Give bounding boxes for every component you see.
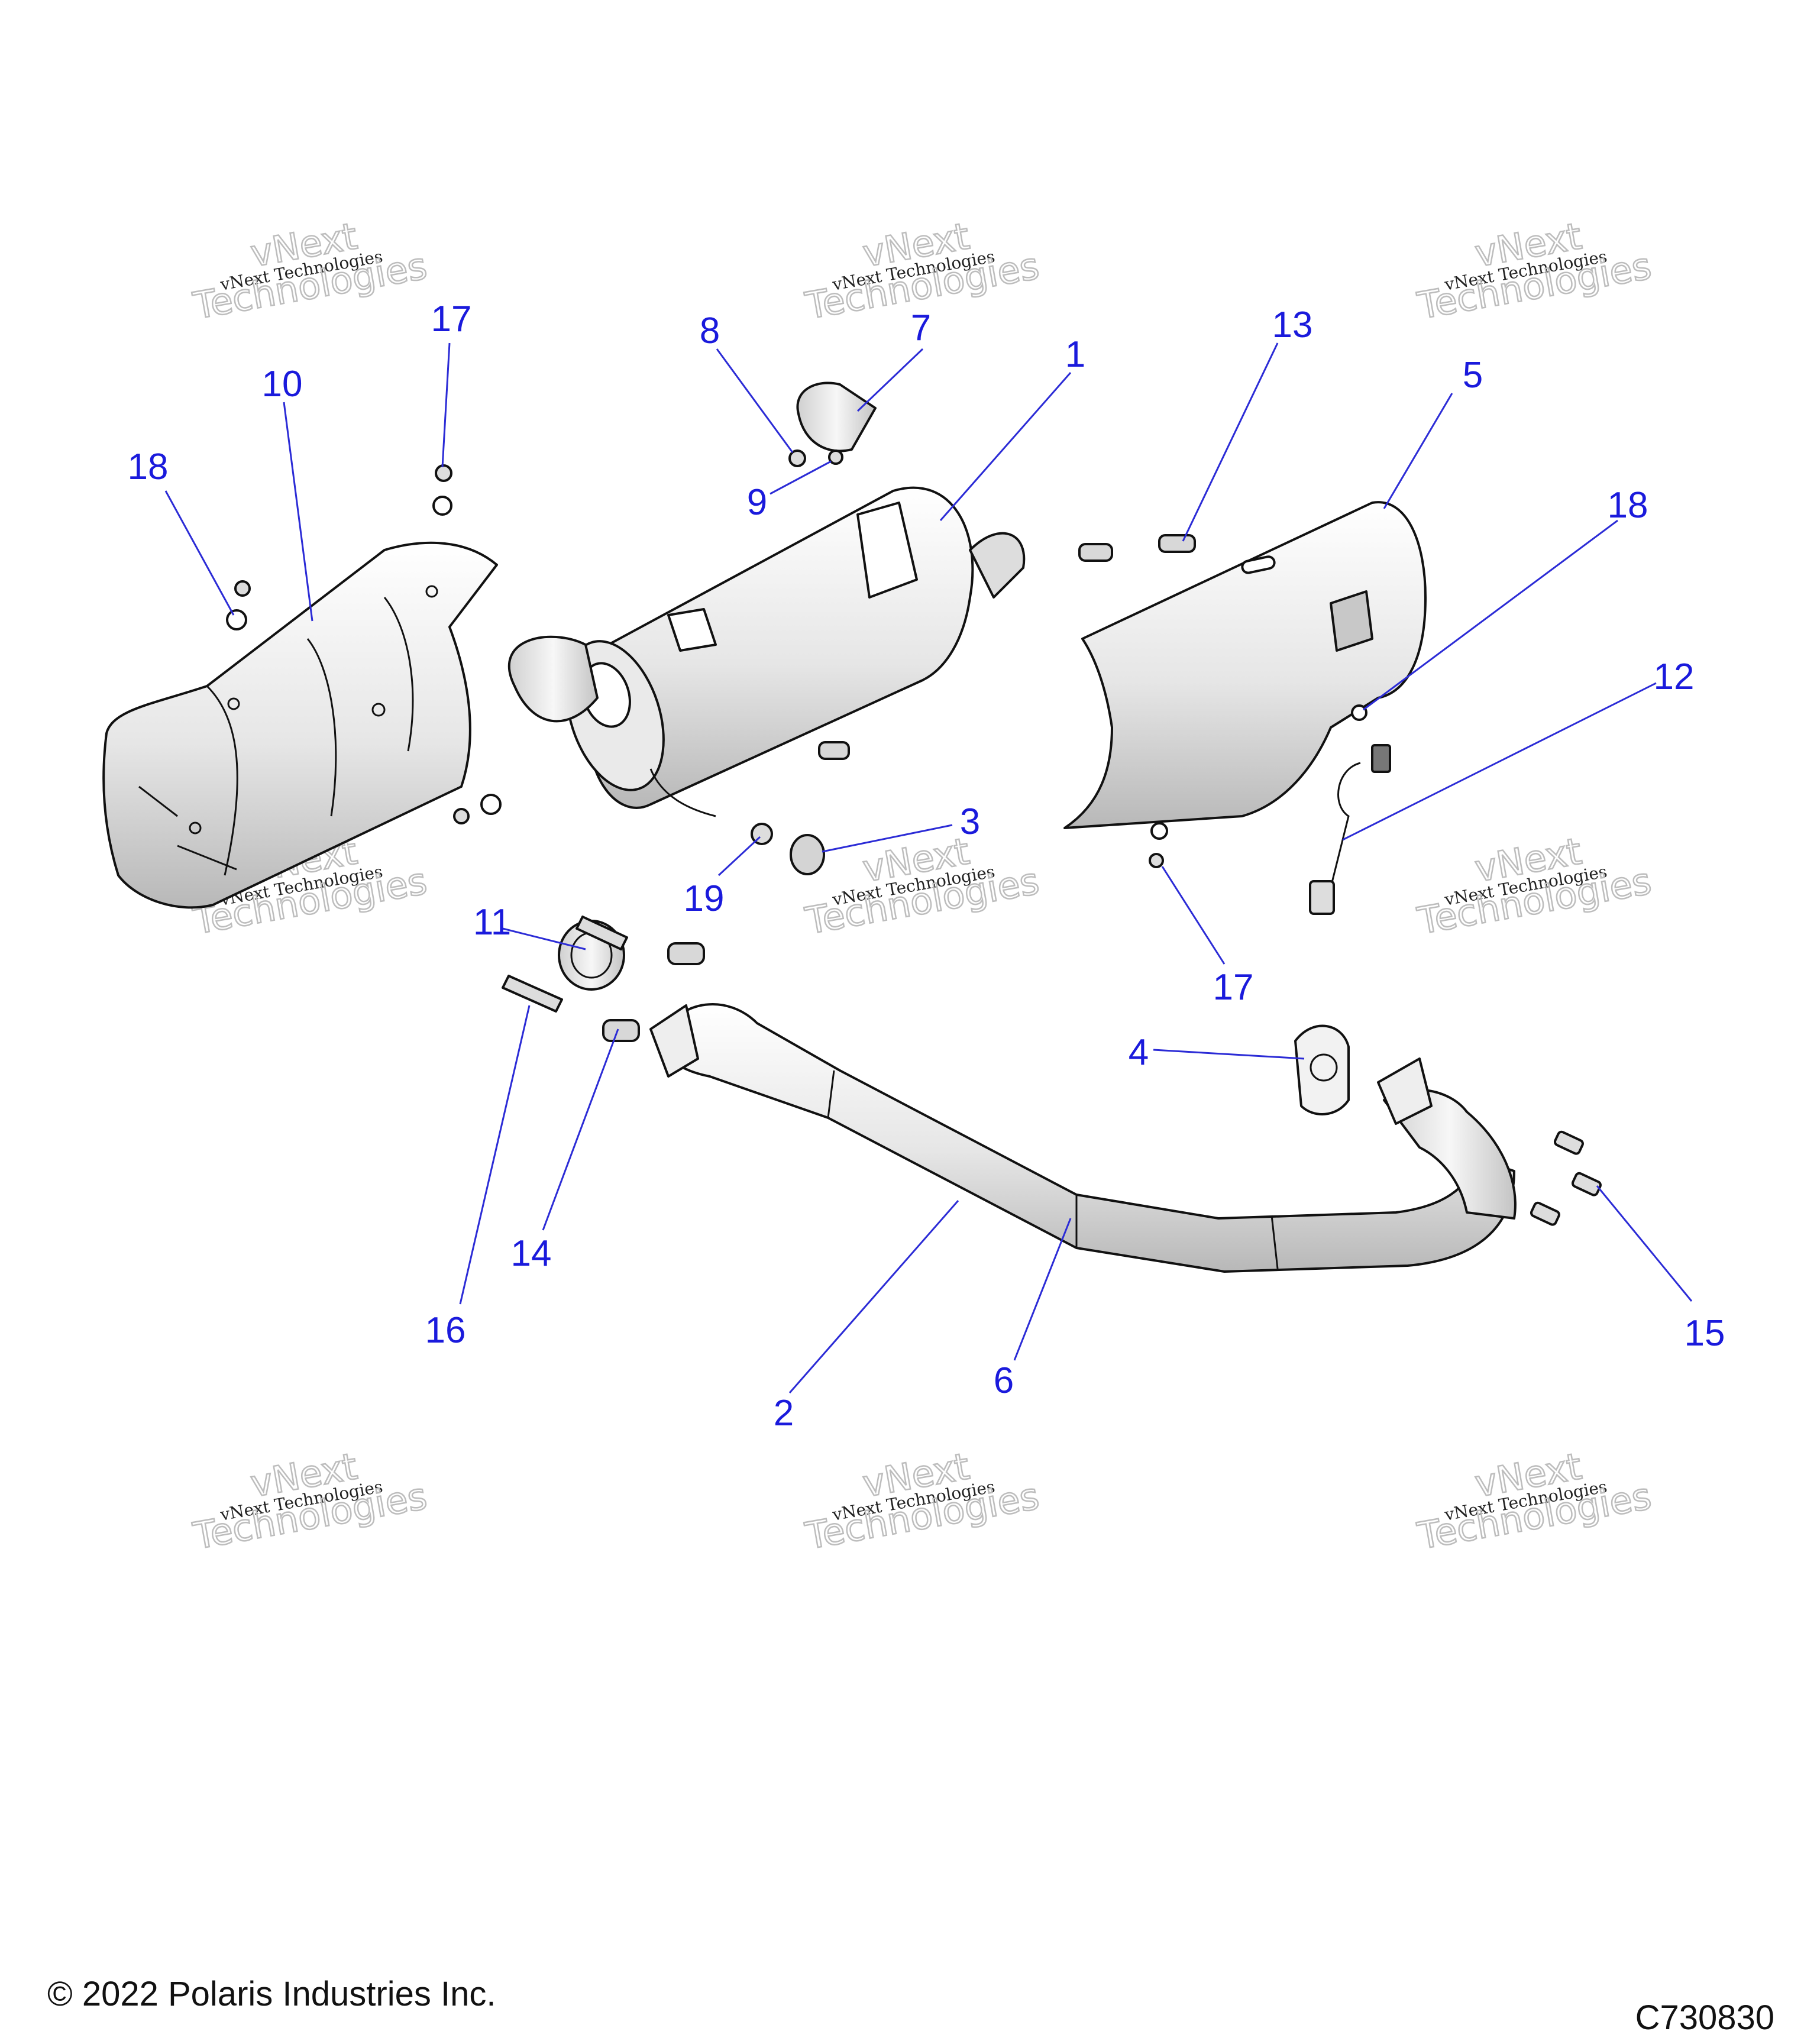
part-fasteners	[226, 464, 1367, 868]
callouts: 1 2 3 4 5 6 7 8 9 10 11 12 13 14 15 16 1…	[128, 299, 1725, 1434]
callout-12: 12	[1654, 656, 1695, 697]
part-spring-14	[602, 942, 705, 1042]
part-bolts-15	[1530, 1130, 1602, 1226]
callout-15: 15	[1685, 1313, 1725, 1354]
callout-18b: 18	[1608, 485, 1648, 526]
leader-13	[1182, 342, 1279, 542]
leader-lines	[164, 342, 1693, 1393]
callout-17b: 17	[1213, 967, 1254, 1008]
callout-18a: 18	[128, 447, 169, 487]
callout-14: 14	[511, 1233, 552, 1274]
leader-3	[822, 824, 953, 853]
leader-11	[502, 927, 586, 950]
callout-17a: 17	[431, 299, 472, 339]
leader-15	[1596, 1185, 1693, 1302]
watermark-top-right: vNext Technologies Technologies vNext	[1414, 214, 1655, 328]
callout-4: 4	[1129, 1032, 1149, 1073]
part-spark-arrestor	[796, 381, 877, 452]
callout-9: 9	[747, 482, 767, 523]
callout-1: 1	[1065, 334, 1085, 375]
leader-19	[717, 836, 761, 877]
watermark-mid-center: vNext Technologies Technologies vNext	[801, 829, 1043, 943]
leader-10	[283, 402, 313, 622]
callout-3: 3	[960, 801, 980, 842]
callout-6: 6	[994, 1360, 1014, 1401]
leader-18a	[164, 490, 235, 616]
callout-10: 10	[262, 364, 303, 405]
leader-17b	[1161, 866, 1226, 965]
leader-5	[1383, 393, 1453, 509]
part-heat-shield-left	[102, 541, 498, 909]
part-gasket-4	[1294, 1024, 1350, 1115]
leader-12	[1342, 682, 1657, 841]
part-spring-extra	[818, 543, 1113, 760]
leader-18b	[1363, 519, 1618, 711]
part-muffler	[507, 486, 1026, 817]
part-screw-8	[788, 449, 806, 467]
leader-9	[770, 460, 832, 495]
leader-17a	[441, 342, 451, 468]
watermark-bottom-center: vNext Technologies Technologies vNext	[801, 1444, 1043, 1558]
leader-2	[788, 1200, 959, 1393]
watermark-top-left: vNext Technologies Technologies vNext	[189, 214, 431, 328]
callout-7: 7	[911, 308, 931, 348]
callout-13: 13	[1272, 305, 1313, 345]
callout-19: 19	[684, 878, 725, 919]
diagram-code: C730830	[1635, 1998, 1774, 2037]
callout-5: 5	[1463, 355, 1483, 396]
part-nut-9	[828, 449, 843, 465]
part-bolt-16	[502, 916, 628, 1013]
part-o2-sensor	[1309, 744, 1391, 915]
watermark-mid-right: vNext Technologies Technologies vNext	[1414, 829, 1655, 943]
leader-16	[459, 1005, 531, 1305]
part-heat-shield-right	[1063, 501, 1427, 829]
callout-16: 16	[425, 1310, 466, 1351]
leader-1	[939, 372, 1072, 521]
leader-8	[716, 348, 794, 453]
leader-4	[1153, 1049, 1305, 1060]
copyright-text: © 2022 Polaris Industries Inc.	[47, 1975, 496, 2013]
callout-11: 11	[473, 902, 511, 943]
part-spring-13	[1158, 534, 1196, 553]
leader-14	[542, 1029, 619, 1231]
leader-6	[1013, 1218, 1072, 1361]
leader-7	[856, 348, 924, 412]
watermark-bottom-left: vNext Technologies Technologies vNext	[189, 1444, 431, 1558]
callout-8: 8	[700, 311, 720, 351]
part-grommet-3	[790, 834, 825, 875]
callout-2: 2	[774, 1393, 794, 1434]
watermark-bottom-right: vNext Technologies Technologies vNext	[1414, 1444, 1655, 1558]
part-head-pipe	[649, 1003, 1517, 1273]
